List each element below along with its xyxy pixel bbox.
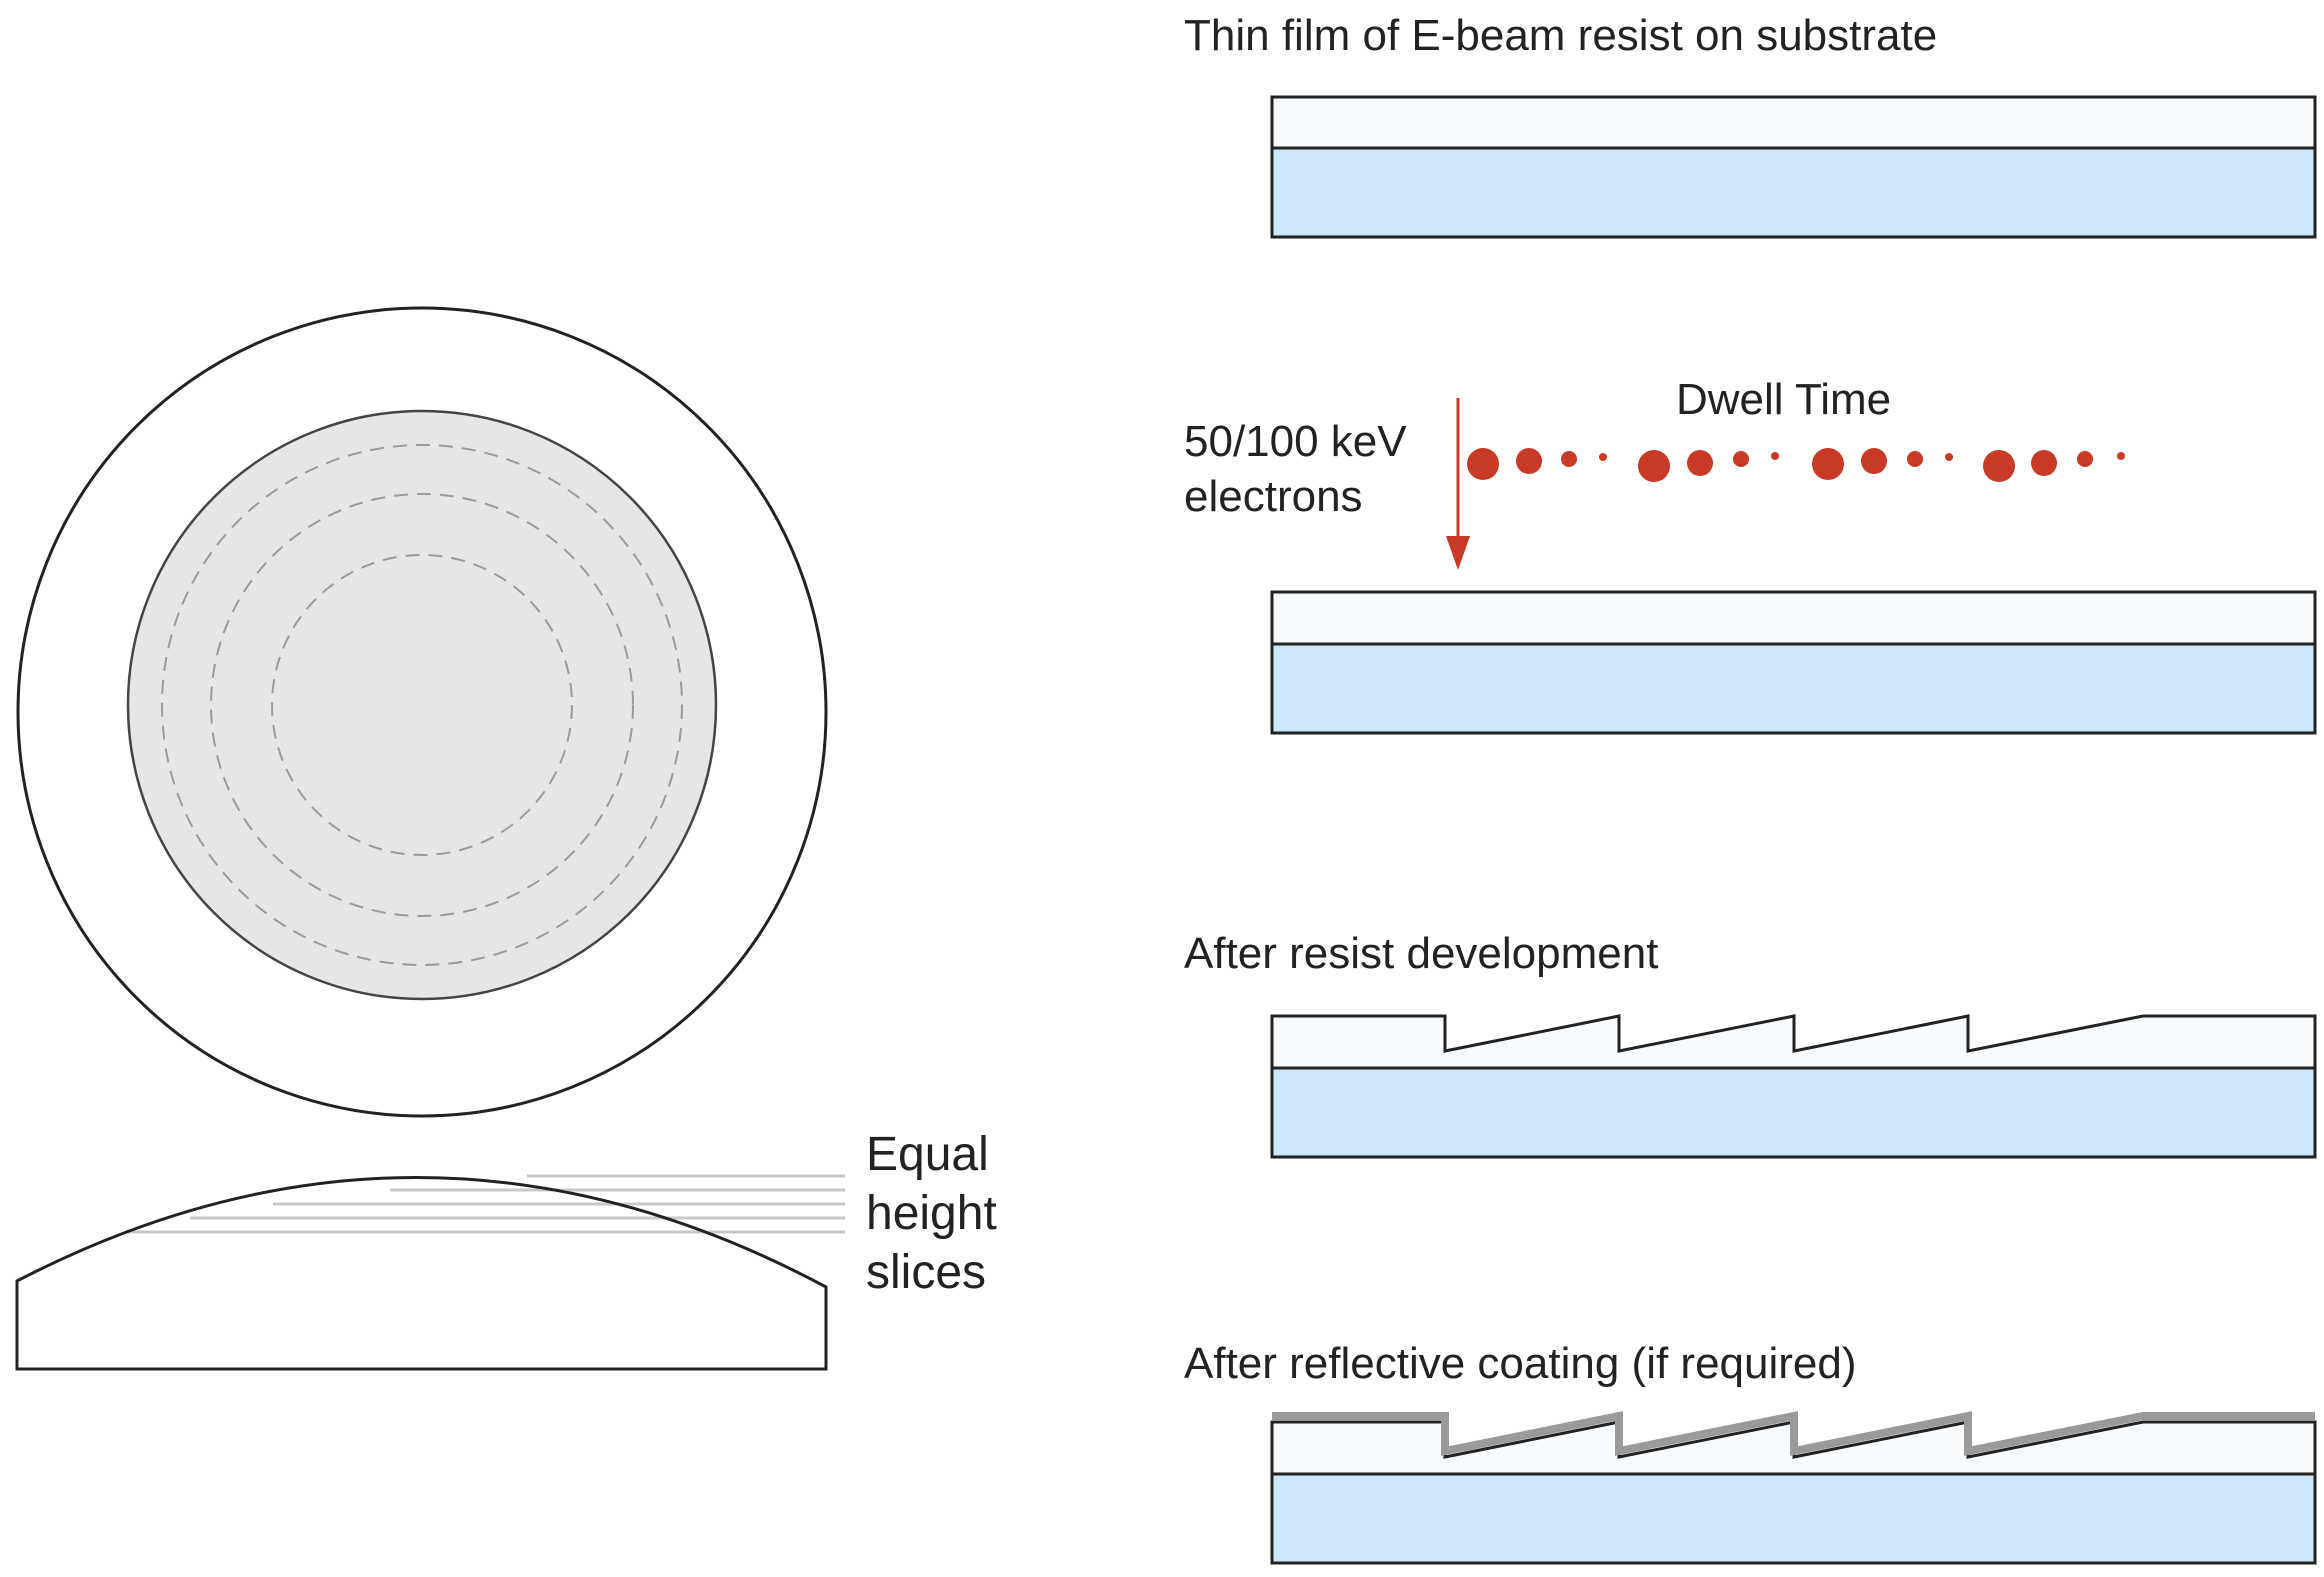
dwell-dot xyxy=(2117,452,2125,460)
dwell-dot xyxy=(1812,448,1844,480)
lens-profile-outline xyxy=(15,1176,828,1371)
dwell-dot xyxy=(1945,453,1953,461)
step1-label: Thin film of E-beam resist on substrate xyxy=(1184,11,1937,60)
step4-label: After reflective coating (if required) xyxy=(1184,1339,1857,1388)
dwell-dot xyxy=(1467,448,1499,480)
dwell-dot xyxy=(1561,451,1577,467)
zone-ring-2 xyxy=(210,493,634,917)
lens-area-circle xyxy=(126,409,718,1001)
step3-label: After resist development xyxy=(1184,929,1658,978)
beam-label-line1: 50/100 keV xyxy=(1184,417,1407,466)
step2-substrate xyxy=(1270,642,2317,735)
step-development: After resist development xyxy=(1184,929,2317,1159)
dwell-dot-group-4 xyxy=(1983,450,2125,482)
step2-resist xyxy=(1270,590,2317,646)
step-resist-coating: Thin film of E-beam resist on substrate xyxy=(1184,11,2317,239)
step1-resist xyxy=(1270,95,2317,150)
step3-sawtooth-resist xyxy=(1270,1014,2317,1070)
dwell-dot-group-1 xyxy=(1467,448,1607,480)
dwell-dot xyxy=(1907,451,1923,467)
zone-ring-1 xyxy=(161,444,683,966)
beam-label-line2: electrons xyxy=(1184,472,1363,521)
dwell-dot xyxy=(1638,450,1670,482)
slices-label-line1: Equal xyxy=(866,1128,989,1181)
dwell-time-label: Dwell Time xyxy=(1676,375,1891,424)
zone-ring-3 xyxy=(271,554,573,856)
step-reflective-coating: After reflective coating (if required) xyxy=(1184,1339,2317,1565)
slices-label-line3: slices xyxy=(866,1246,986,1299)
step-exposure: 50/100 keV electrons Dwell Time xyxy=(1184,375,2317,735)
dwell-dot-group-3 xyxy=(1812,448,1953,480)
dwell-dot xyxy=(2031,450,2057,476)
dwell-dot xyxy=(1599,453,1607,461)
dwell-dot xyxy=(2077,451,2093,467)
reflective-coating-layer xyxy=(1272,1411,2315,1456)
lens-side-profile: Equal height slices xyxy=(15,1128,997,1371)
step1-substrate xyxy=(1270,146,2317,239)
step3-substrate xyxy=(1270,1066,2317,1159)
dwell-dot xyxy=(1861,448,1887,474)
step4-substrate xyxy=(1270,1472,2317,1565)
lens-top-view xyxy=(16,306,828,1118)
dwell-dot xyxy=(1983,450,2015,482)
slices-label-line2: height xyxy=(866,1187,997,1240)
dwell-dot-group-2 xyxy=(1638,450,1779,482)
dwell-dot xyxy=(1771,452,1779,460)
dwell-dot xyxy=(1733,451,1749,467)
dwell-dot xyxy=(1516,448,1542,474)
dwell-dot xyxy=(1687,450,1713,476)
beam-arrow-head xyxy=(1446,536,1470,570)
